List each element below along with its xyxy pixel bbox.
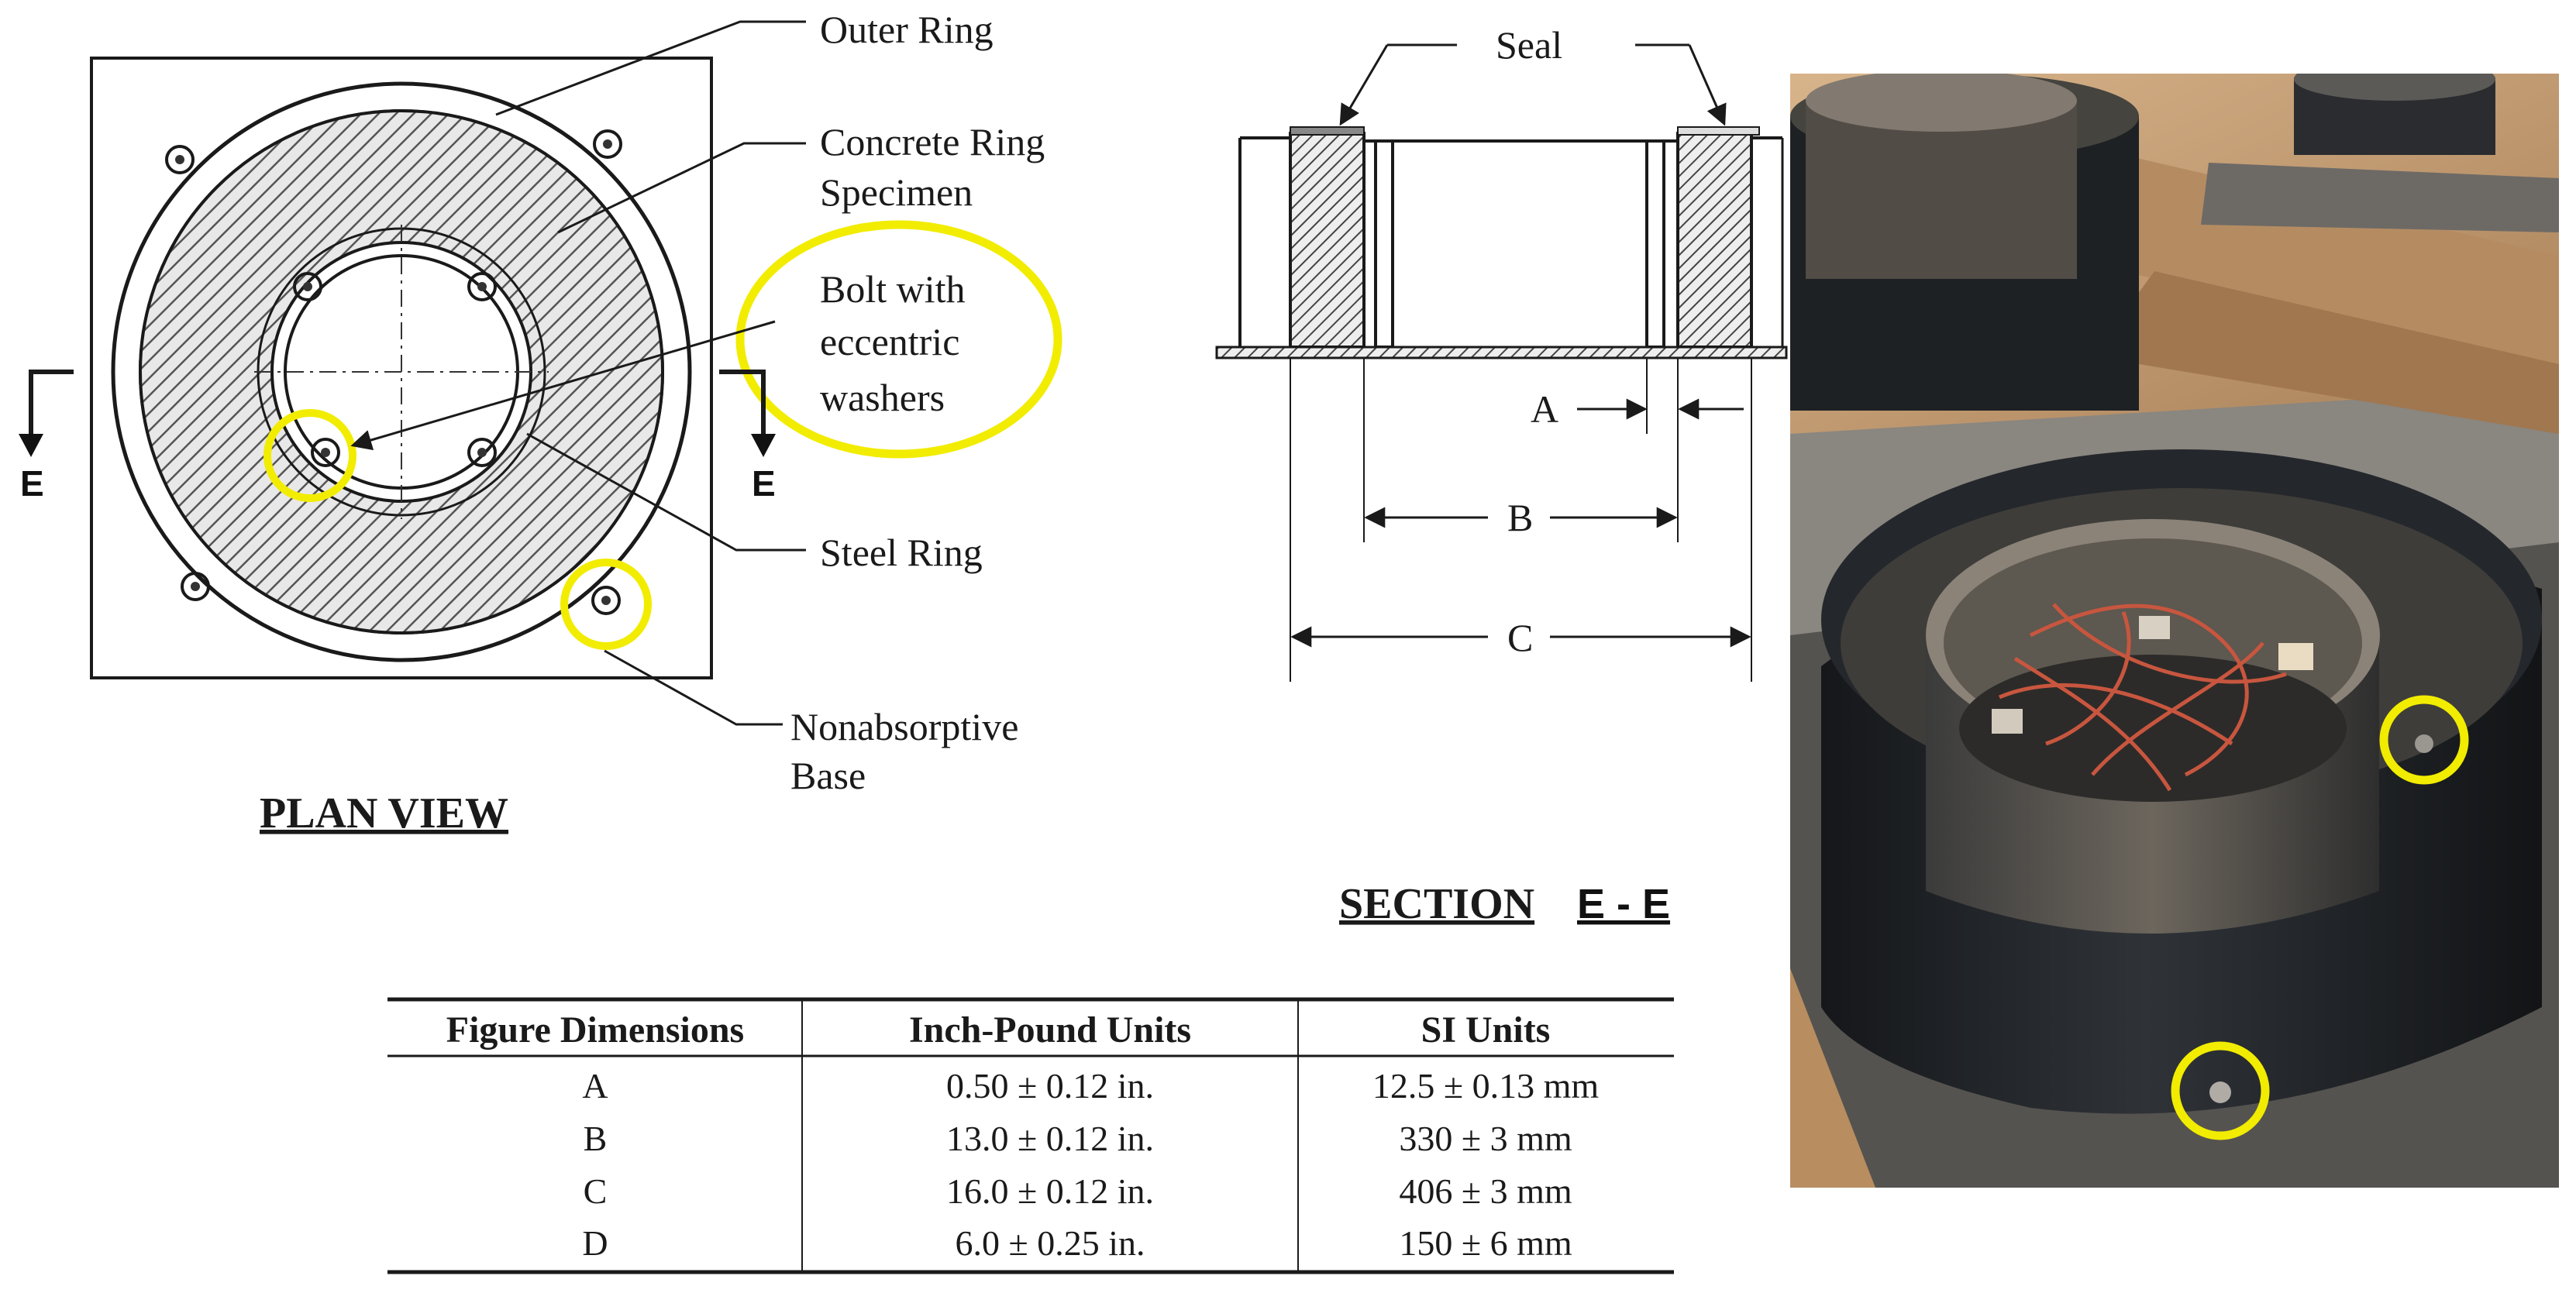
section-title-word: SECTION [1339,880,1534,928]
highlight-ellipse [735,220,1062,459]
pallet-board [2092,271,2559,434]
table-cell: 0.50 ± 0.12 in. [946,1066,1154,1106]
highlight-circle [560,559,652,650]
seal-leader-right [1688,44,1727,126]
inner-ring-floor [1959,655,2347,802]
table-cell: 150 ± 6 mm [1399,1223,1572,1263]
strain-gauge-wires [1999,603,2287,792]
bolt-icon [591,586,621,615]
steel-ring-section-left [1374,139,1394,349]
seal-left [1290,126,1365,136]
table-row: B 13.0 ± 0.12 in. 330 ± 3 mm [584,1119,1572,1158]
section-arrow-icon [19,434,43,457]
bolt-icon [165,145,195,174]
bolt-icon [181,572,210,601]
dim-a-label: A [1531,387,1558,431]
table-cell: 12.5 ± 0.13 mm [1372,1066,1600,1106]
table-row: A 0.50 ± 0.12 in. 12.5 ± 0.13 mm [582,1066,1599,1106]
label-specimen: Specimen [820,170,973,214]
table-cell: A [582,1066,608,1106]
bolt-highlight-icon [2379,695,2469,785]
steel-ring-section-right [1645,139,1665,349]
section-arrow-icon [751,434,776,457]
bolt-icon [593,129,622,159]
label-washers: washers [820,376,945,419]
table-cell: D [582,1223,608,1263]
bolt-icon [467,438,497,467]
label-concrete-ring: Concrete Ring [820,120,1045,163]
strain-gauge [2139,616,2170,639]
dim-b-label: B [1507,496,1533,539]
label-steel-ring: Steel Ring [820,531,983,574]
strain-gauge [2278,643,2313,670]
background-inner-ring-top [1806,74,2077,132]
seal-leader-left [1339,44,1389,126]
leader-concrete-ring [557,142,806,234]
label-seal: Seal [1496,23,1562,67]
leader-bolt [350,320,776,451]
highlight-circle [263,409,356,502]
section-view-diagram: Seal A B [1215,23,1788,928]
seal-right [1677,126,1760,136]
label-outer-ring: Outer Ring [820,8,994,51]
base-plate-section [1215,346,1788,359]
table-cell: 6.0 ± 0.25 in. [955,1223,1145,1263]
leader-base [604,649,783,726]
table-cell: 13.0 ± 0.12 in. [946,1119,1154,1158]
concrete-ring-specimen [140,111,663,633]
nonabsorptive-base-square [90,57,713,679]
bolt-icon [2415,734,2433,753]
base-plate-back [2201,163,2559,232]
plan-view-title: PLAN VIEW [260,789,508,837]
label-nonabsorptive: Nonabsorptive [790,705,1018,748]
concrete-section-left [1289,132,1365,349]
table-cell: 330 ± 3 mm [1399,1119,1572,1158]
section-marker-right: E [752,463,776,504]
section-marker-left-line [29,370,74,445]
ring-test-photo [1790,74,2559,1188]
plan-view-diagram: Outer Ring Concrete Ring Specimen Bolt w… [19,8,1062,837]
table-cell: 406 ± 3 mm [1399,1171,1572,1211]
concrete-outer-edge [139,109,664,634]
bolt-icon [467,272,497,301]
dimensions-table: Figure Dimensions Inch-Pound Units SI Un… [387,997,1674,1274]
strain-gauge [1992,709,2023,734]
table-cell: 16.0 ± 0.12 in. [946,1171,1154,1211]
table-row: D 6.0 ± 0.25 in. 150 ± 6 mm [582,1223,1572,1263]
section-marker-right-line [719,370,766,445]
table-cell: C [584,1171,608,1211]
background-ring-top [2294,74,2495,101]
bolt-icon [2209,1082,2231,1103]
leader-steel-ring [526,432,806,552]
concrete-section-right [1676,132,1753,349]
table-cell: B [584,1119,608,1158]
table-header-cell: Figure Dimensions [446,1009,744,1051]
table-row: C 16.0 ± 0.12 in. 406 ± 3 mm [584,1171,1572,1211]
pallet-front [1790,968,1875,1188]
bolt-icon [293,272,322,301]
label-base: Base [790,754,866,797]
pallet-board [2046,155,2559,364]
bolt-icon [311,438,340,467]
dim-c-label: C [1507,616,1533,659]
outer-ring [111,81,692,662]
section-title-suffix: E - E [1577,881,1670,927]
table-header-cell: Inch-Pound Units [909,1009,1191,1051]
table-header-cell: SI Units [1421,1009,1551,1051]
leader-outer-ring [495,20,806,116]
label-eccentric: eccentric [820,320,959,363]
section-marker-left: E [20,463,44,504]
bolt-highlight-icon [2171,1041,2270,1140]
label-bolt-with: Bolt with [820,267,966,311]
